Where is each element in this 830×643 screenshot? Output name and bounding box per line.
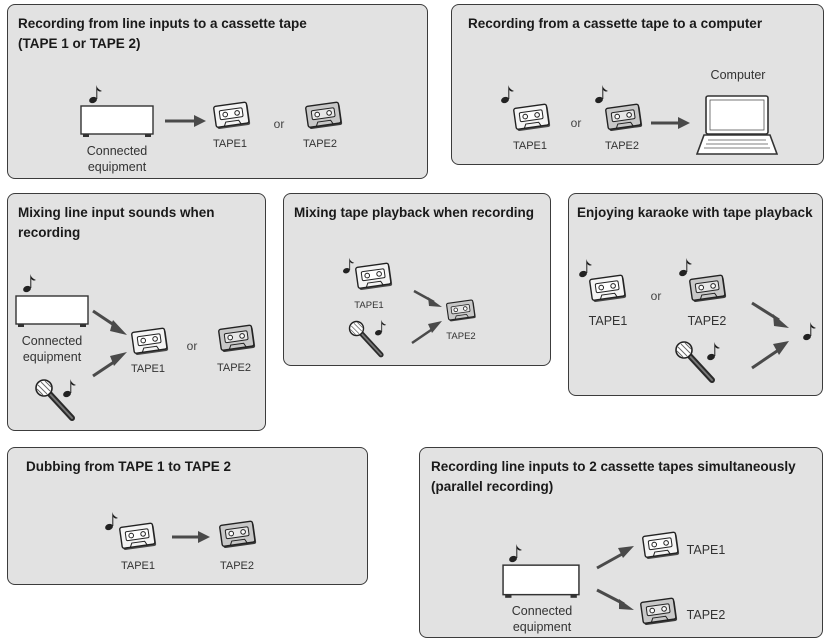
- tape1-label: TAPE1: [686, 543, 726, 557]
- cassette-tape-icon: [640, 596, 680, 628]
- or-label: or: [186, 339, 198, 353]
- panel-title: Recording line inputs to 2 cassette tape…: [431, 459, 796, 494]
- cassette-tape-icon: [642, 530, 682, 562]
- tape2-label: TAPE2: [446, 331, 476, 342]
- panel-title: Enjoying karaoke with tape playback: [577, 205, 813, 220]
- panel-title: Mixing tape playback when recording: [294, 205, 535, 220]
- tape1-label: TAPE1: [120, 560, 156, 572]
- tape2-label: TAPE2: [302, 138, 338, 150]
- panel-title: Recording from a cassette tape to a comp…: [468, 16, 763, 31]
- tape2-label: TAPE2: [686, 608, 726, 622]
- panel-title: Recording from line inputs to a cassette…: [18, 16, 307, 51]
- panel-dubbing: Dubbing from TAPE 1 to TAPE 2: [7, 447, 368, 585]
- panel-parallel-recording: Recording line inputs to 2 cassette tape…: [419, 447, 823, 638]
- panel-title: Dubbing from TAPE 1 to TAPE 2: [26, 459, 231, 474]
- tape2-label: TAPE2: [604, 140, 640, 152]
- tape1-label: TAPE1: [130, 363, 166, 375]
- tape1-label: TAPE1: [354, 300, 384, 311]
- tape1-label: TAPE1: [512, 140, 548, 152]
- tape1-label: TAPE1: [588, 314, 628, 328]
- tape2-label: TAPE2: [219, 560, 255, 572]
- or-label: or: [273, 117, 285, 131]
- or-label: or: [650, 289, 662, 303]
- panel-mixing-tape-playback: Mixing tape playback when recording: [283, 193, 551, 366]
- laptop-icon: [696, 95, 778, 155]
- computer-label: Computer: [710, 68, 766, 82]
- tape1-label: TAPE1: [212, 138, 248, 150]
- tape2-label: TAPE2: [216, 362, 252, 374]
- or-label: or: [570, 116, 582, 130]
- panel-line-to-tape: Recording from line inputs to a cassette…: [7, 4, 428, 179]
- tape2-label: TAPE2: [687, 314, 727, 328]
